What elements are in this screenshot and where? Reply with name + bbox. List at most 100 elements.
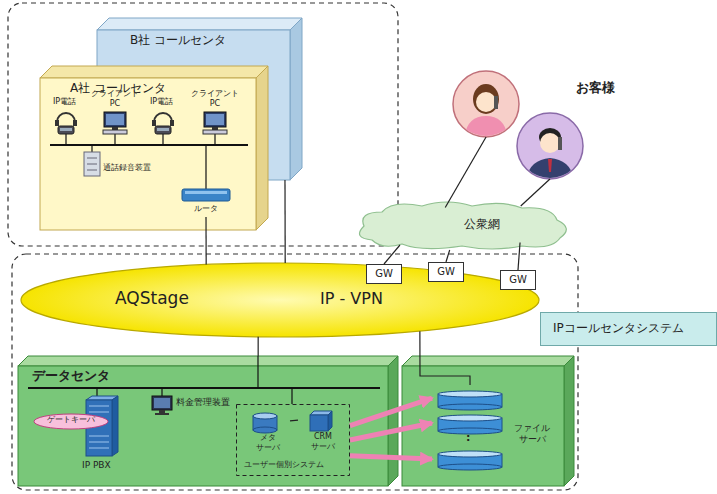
server-icon: [89, 448, 109, 449]
lan-bus: [50, 144, 248, 146]
data-center-box: データセンタ IP PBX ゲートキーパ 料金管理装置ユーザー個別システム メタ サーバ…: [18, 356, 398, 486]
disk-icon: [253, 427, 277, 433]
phone-icon: [155, 126, 171, 134]
node-text: IP電話: [53, 97, 76, 107]
disk-icon: [253, 413, 277, 419]
monitor-icon: [159, 410, 165, 413]
node-text: メタ サーバ: [249, 433, 287, 452]
meta-server: メタ サーバ: [246, 412, 290, 456]
router-icon: [185, 191, 227, 194]
node-text: IP - VPN: [320, 289, 383, 308]
device-label: IP電話: [53, 97, 76, 107]
pc-icon: [204, 112, 226, 127]
customer-group: お客様: [448, 66, 625, 186]
gatekeeper-shape: [34, 414, 108, 429]
network-link: [518, 243, 520, 271]
vpn-shape: [21, 263, 539, 337]
recorder-icon: [87, 164, 97, 165]
network-link: [284, 180, 285, 263]
node-text: クライアント PC: [191, 89, 239, 108]
customer-figure: [548, 159, 552, 172]
node-text: GW: [375, 268, 393, 280]
system-banner: IPコールセンタシステム: [540, 312, 717, 346]
customer-figure: [464, 116, 508, 140]
pbx-server: IP PBX ゲートキーパ: [34, 392, 128, 476]
phone-icon: [558, 137, 562, 150]
headset-icon: [57, 113, 75, 122]
network-link: [446, 250, 450, 262]
gateway-box: GW: [500, 270, 536, 290]
file-server: ファイル サーバ: [432, 385, 560, 480]
lan-stub: [205, 145, 206, 189]
node-text: 料金管理装置: [176, 397, 230, 408]
pc-icon: [206, 114, 224, 125]
device-label: クライアント PC: [191, 89, 239, 108]
gatekeeper-oval: ゲートキーパ: [34, 414, 108, 429]
disk-icon: [438, 404, 502, 410]
node-text: ゲートキーパ: [47, 415, 95, 425]
data-flow-arrow: [350, 423, 432, 440]
recorder-icon: [87, 170, 97, 171]
data-flow-arrow: [350, 456, 432, 459]
device-label: クライアント PC: [91, 89, 139, 108]
free-label: :: [466, 431, 470, 444]
pc-icon: [203, 130, 227, 134]
box-top-face: [18, 356, 398, 366]
disk-icon: [438, 415, 502, 421]
node-text: クライアント PC: [91, 89, 139, 108]
headset-icon: [170, 120, 174, 126]
node-text: ルータ: [194, 204, 218, 214]
region-outline: [8, 3, 398, 246]
network-link: [521, 179, 550, 206]
pc-icon: [104, 112, 126, 127]
pc-icon: [103, 130, 127, 134]
server-icon: [89, 442, 109, 443]
network-link: [445, 137, 486, 207]
node-text: 通話録音装置: [103, 163, 151, 173]
router-device: ルータ: [180, 185, 232, 217]
device-label: IP電話: [150, 97, 173, 107]
phone-icon: [60, 128, 72, 131]
crm-server: CRM サーバ: [298, 410, 348, 456]
customer-figure: [540, 133, 560, 153]
disk-icon: [438, 391, 502, 397]
lan-stub: [161, 388, 162, 396]
cloud-shape: [360, 202, 567, 249]
group-outline: [237, 405, 350, 476]
network-link: [420, 331, 470, 385]
server-room-top: [402, 356, 574, 366]
box-side-face: [388, 356, 398, 486]
box-front-face: [40, 78, 256, 230]
phone-icon: [157, 128, 169, 131]
box-top-face: [40, 66, 268, 78]
lan-stub: [214, 134, 215, 145]
pc-icon: [106, 114, 124, 125]
headset-icon: [73, 120, 77, 126]
lan-stub: [91, 145, 92, 152]
node-text: お客様: [576, 80, 615, 96]
server-icon: [89, 436, 109, 437]
node-text: AQStage: [115, 288, 189, 308]
phone-icon: [494, 96, 498, 109]
server-icon: [328, 411, 332, 431]
recorder-icon: [84, 152, 100, 176]
node-text: 公衆網: [464, 217, 500, 231]
node-text: ユーザー個別システム: [244, 460, 324, 470]
network-link: [205, 217, 206, 265]
network-link: [290, 420, 298, 422]
lan-stub: [65, 134, 66, 145]
node-text: ファイル サーバ: [510, 423, 554, 445]
recorder-icon: [87, 158, 97, 159]
network-cloud-shape: [352, 200, 574, 250]
gateway-box: GW: [366, 264, 402, 284]
headset-icon: [55, 120, 59, 126]
billing-terminal: 料金管理装置: [150, 394, 234, 416]
box-side-face: [256, 66, 268, 230]
lan-stub: [291, 388, 292, 404]
node-text: CRM サーバ: [301, 432, 345, 451]
node-text: データセンタ: [32, 368, 110, 384]
phone-icon: [58, 126, 74, 134]
headset-icon: [154, 113, 172, 122]
node-text: IP PBX: [82, 460, 111, 471]
